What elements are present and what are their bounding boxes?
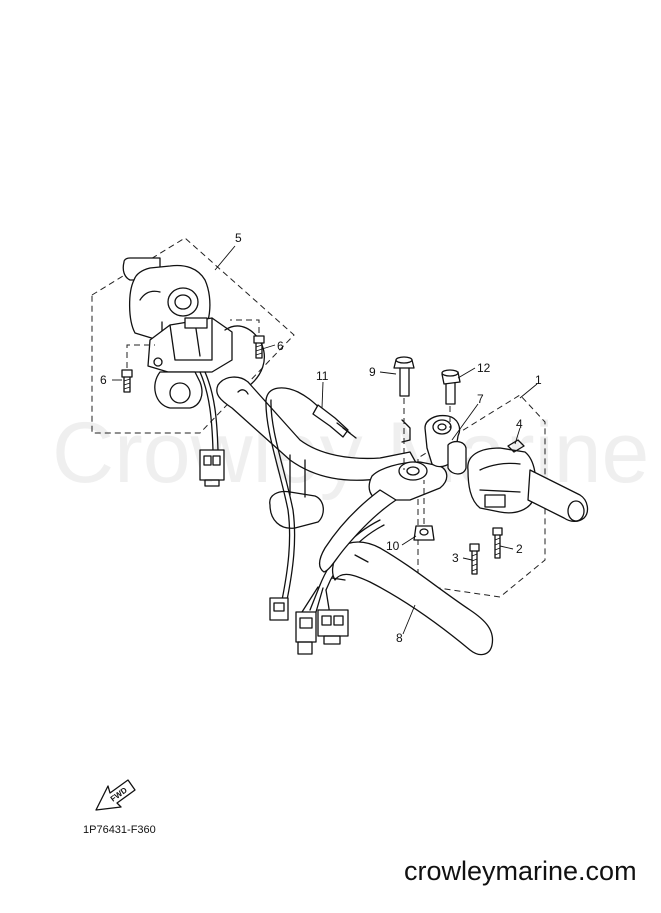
- bolt-9: [393, 356, 415, 397]
- lever-holder: [318, 414, 467, 573]
- website-footer: crowleymarine.com: [404, 856, 637, 886]
- leader-3: [462, 557, 473, 561]
- callout-6b: 6: [277, 339, 284, 353]
- callout-3: 3: [452, 551, 459, 565]
- fwd-arrow-icon: FWD: [95, 779, 136, 811]
- left-switch-assembly: [122, 257, 265, 487]
- callout-11: 11: [316, 369, 329, 383]
- leader-8: [402, 604, 416, 635]
- leader-6b: [261, 344, 276, 350]
- right-switch-assembly: [467, 439, 589, 575]
- callout-2: 2: [516, 542, 523, 556]
- callout-1: 1: [535, 373, 542, 387]
- callout-5: 5: [235, 231, 242, 245]
- leader-1: [519, 383, 538, 399]
- leader-4: [514, 427, 521, 445]
- clutch-switch-cable: [265, 387, 357, 621]
- diagram-code: 1P76431-F360: [83, 824, 156, 836]
- callout-4: 4: [516, 417, 523, 431]
- callout-9: 9: [369, 365, 376, 379]
- callout-7: 7: [477, 392, 484, 406]
- screw-6-left: [121, 369, 133, 393]
- clutch-lever: [331, 541, 494, 656]
- screw-6-right-guide: [230, 319, 260, 333]
- callout-12: 12: [477, 361, 491, 375]
- leader-10: [401, 535, 417, 546]
- leader-9: [379, 371, 397, 375]
- group-1-boundary: [417, 394, 546, 598]
- bolt-12: [441, 369, 461, 405]
- screw-6-right: [253, 335, 265, 359]
- callout-6a: 6: [100, 373, 107, 387]
- nut-10: [413, 525, 435, 541]
- leader-2: [499, 545, 514, 550]
- screw-6-left-guide: [126, 344, 155, 368]
- leader-5: [214, 245, 236, 271]
- leader-11: [321, 381, 324, 409]
- leader-7: [451, 403, 479, 441]
- callout-10: 10: [386, 539, 400, 553]
- leader-12: [457, 367, 476, 379]
- callout-8: 8: [396, 631, 403, 645]
